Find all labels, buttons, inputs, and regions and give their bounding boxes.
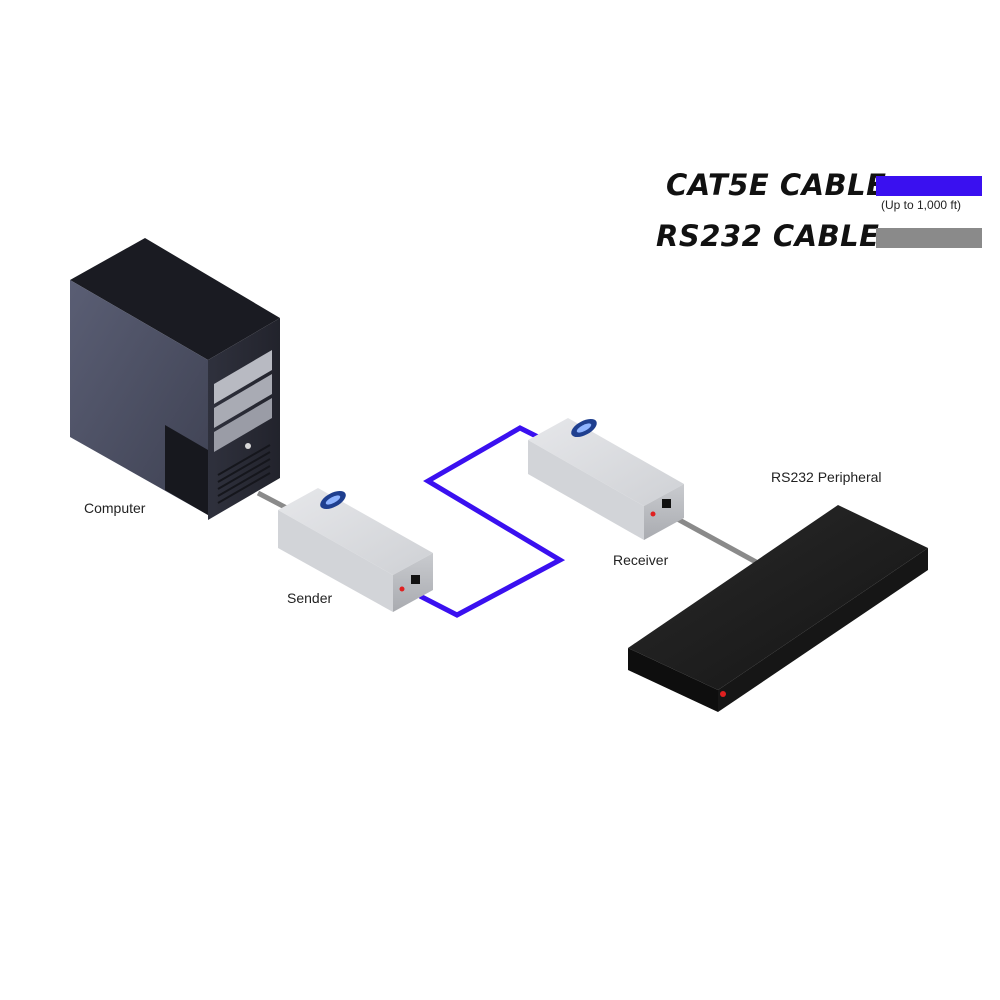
cat5e-cable-legend-label: CAT5E CABLE bbox=[666, 168, 887, 202]
rs232-cable-legend-swatch bbox=[876, 228, 982, 248]
sender-unit bbox=[278, 488, 433, 612]
rs232-cable-receiver-peripheral bbox=[670, 513, 758, 565]
cat5e-cable-legend-swatch bbox=[876, 176, 982, 196]
cat5e-cable-legend-note: (Up to 1,000 ft) bbox=[881, 198, 962, 212]
computer-label: Computer bbox=[84, 500, 146, 516]
cat5e-cable bbox=[418, 425, 566, 618]
sender-label: Sender bbox=[287, 590, 333, 606]
rs232-cable-legend-label: RS232 CABLE bbox=[656, 219, 880, 253]
rs232-peripheral-label: RS232 Peripheral bbox=[771, 469, 882, 485]
computer-tower bbox=[70, 238, 280, 520]
receiver-unit bbox=[528, 418, 684, 540]
receiver-label: Receiver bbox=[613, 552, 669, 568]
rs232-peripheral-device bbox=[628, 505, 928, 712]
